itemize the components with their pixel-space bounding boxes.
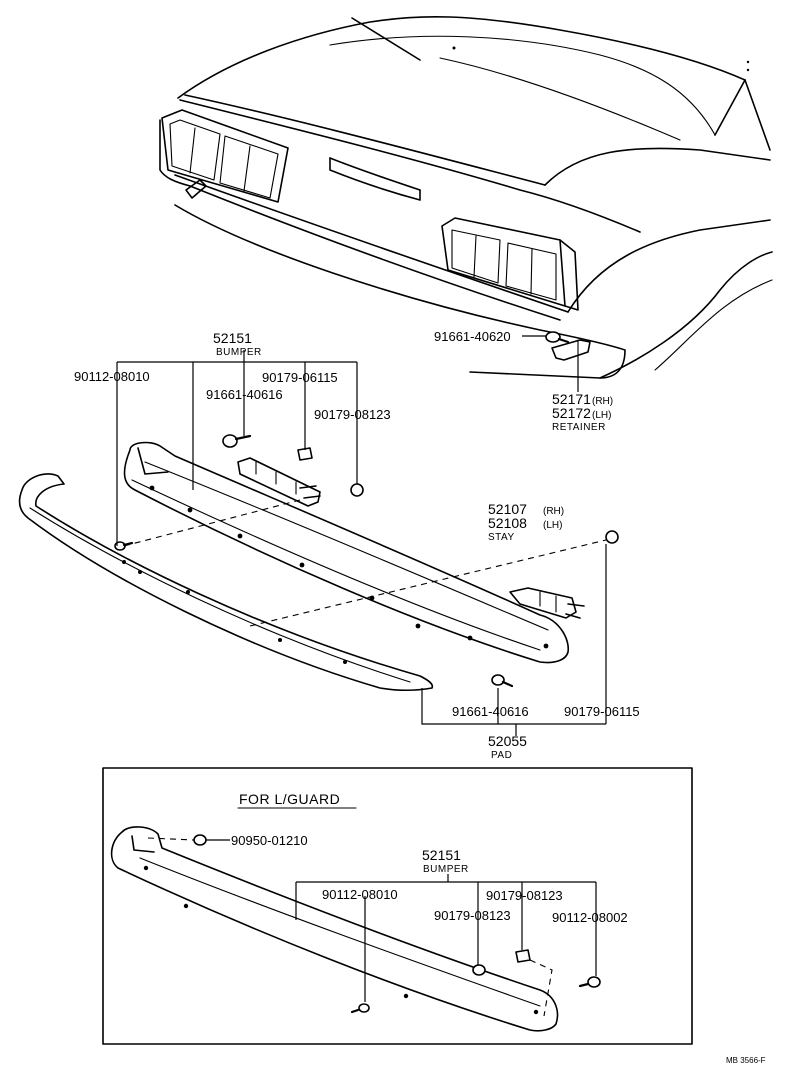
l-guard-bolt-90112-08002-label: 90112-08002 xyxy=(552,910,628,925)
pad-part-number: 52055 xyxy=(488,733,527,749)
l-guard-nut-90179-08123-left-part xyxy=(472,964,486,976)
retainer-lh-number: 52172 xyxy=(552,405,591,421)
cap-90950-01210-label: 90950-01210 xyxy=(231,833,308,848)
bolt-91661-40616-bottom-label: 91661-40616 xyxy=(452,704,529,719)
nut-90179-08123-top-label: 90179-08123 xyxy=(314,407,391,422)
stay-lh-number: 52108 xyxy=(488,515,527,531)
l-guard-nut-90179-08123-right-label: 90179-08123 xyxy=(486,888,563,903)
l-guard-title: FOR L/GUARD xyxy=(239,791,340,807)
l-guard-bolt-90112-08010-label: 90112-08010 xyxy=(322,887,398,902)
bolt-91661-40616-bottom-part xyxy=(491,674,514,688)
l-guard-bolt-90112-08002-part xyxy=(578,976,601,988)
nut-90179-06115-top-label: 90179-06115 xyxy=(262,370,338,385)
retainer-rh-number: 52171 xyxy=(552,391,591,407)
nut-90179-06115-right-part xyxy=(605,530,619,544)
stay-name: STAY xyxy=(488,532,515,543)
callouts-upper: 52151 BUMPER 90112-08010 90179-06115 916… xyxy=(74,329,640,761)
bumper-52151-part xyxy=(123,441,569,664)
nut-90179-06115-top-part xyxy=(297,447,313,461)
retainer-lh-suffix: (LH) xyxy=(592,410,611,421)
callout-leader-lines xyxy=(116,350,607,736)
bumper-part-number: 52151 xyxy=(213,330,252,346)
bolt-90112-08010-label: 90112-08010 xyxy=(74,369,150,384)
bumper-stay-left-part xyxy=(237,457,321,507)
diagram-reference-code: MB 3566-F xyxy=(726,1056,766,1065)
l-guard-bolt-90112-08010-part xyxy=(350,1003,370,1014)
bolt-91661-40620-part xyxy=(522,331,570,344)
stay-rh-number: 52107 xyxy=(488,501,527,517)
l-guard-nut-90179-08123-right-part xyxy=(515,949,531,963)
nut-91661-40616-top-label: 91661-40616 xyxy=(206,387,283,402)
car-rear-body-illustration xyxy=(159,15,773,379)
retainer-part xyxy=(551,339,591,392)
bumper-part-name: BUMPER xyxy=(216,347,262,358)
bolt-91661-40620-label: 91661-40620 xyxy=(434,329,511,344)
retainer-rh-suffix: (RH) xyxy=(592,396,613,407)
retainer-name: RETAINER xyxy=(552,422,606,433)
pad-part-name: PAD xyxy=(491,750,512,761)
l-guard-bumper-name: BUMPER xyxy=(423,864,469,875)
bumper-stay-right-part xyxy=(509,587,585,619)
assembly-dashed-lines xyxy=(123,499,607,627)
cap-90950-01210-part xyxy=(193,834,207,846)
bolt-91661-40616-top-part xyxy=(222,434,252,448)
stay-lh-suffix: (LH) xyxy=(543,520,562,531)
l-guard-nut-90179-08123-left-label: 90179-08123 xyxy=(434,908,511,923)
pad-52055-part xyxy=(18,473,434,692)
nut-90179-06115-bottom-label: 90179-06115 xyxy=(564,704,640,719)
l-guard-bumper-part xyxy=(110,826,559,1032)
l-guard-inset-box: FOR L/GUARD 90950-01210 52151 BUMPER 901… xyxy=(102,767,693,1045)
stay-rh-suffix: (RH) xyxy=(543,506,564,517)
l-guard-bumper-number: 52151 xyxy=(422,847,461,863)
nut-90179-08123-top-part xyxy=(350,483,364,497)
